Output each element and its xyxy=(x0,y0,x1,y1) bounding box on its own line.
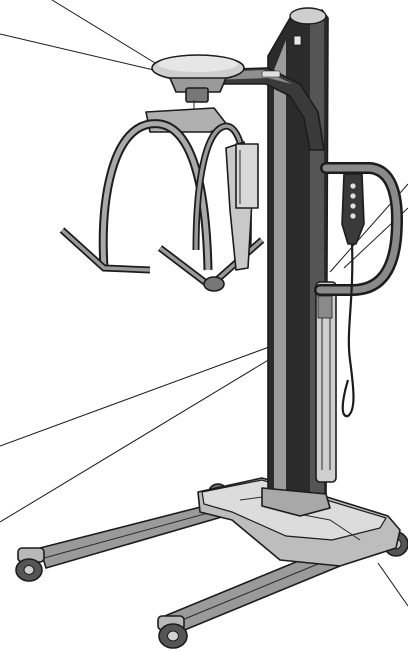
handset-cable xyxy=(343,244,354,416)
handset-button-4 xyxy=(350,213,355,218)
leader-line-base xyxy=(378,563,408,606)
lift-arm-label-icon xyxy=(262,71,280,77)
mast-highlight xyxy=(274,40,286,498)
handset-button-3 xyxy=(350,203,355,208)
handset-button-up xyxy=(350,183,355,188)
mast-label-icon xyxy=(294,36,301,45)
spreader-arch xyxy=(103,124,208,270)
leader-line-mast-1 xyxy=(0,343,280,446)
castor-front-left xyxy=(16,548,44,581)
handset-button-down xyxy=(350,193,355,198)
leader-line-spreader-2 xyxy=(0,34,158,71)
leader-line-spreader-1 xyxy=(52,0,160,66)
mast-cap xyxy=(290,8,326,24)
castor-front-right xyxy=(158,616,187,648)
actuator xyxy=(316,282,336,482)
battery-pack xyxy=(236,144,258,208)
